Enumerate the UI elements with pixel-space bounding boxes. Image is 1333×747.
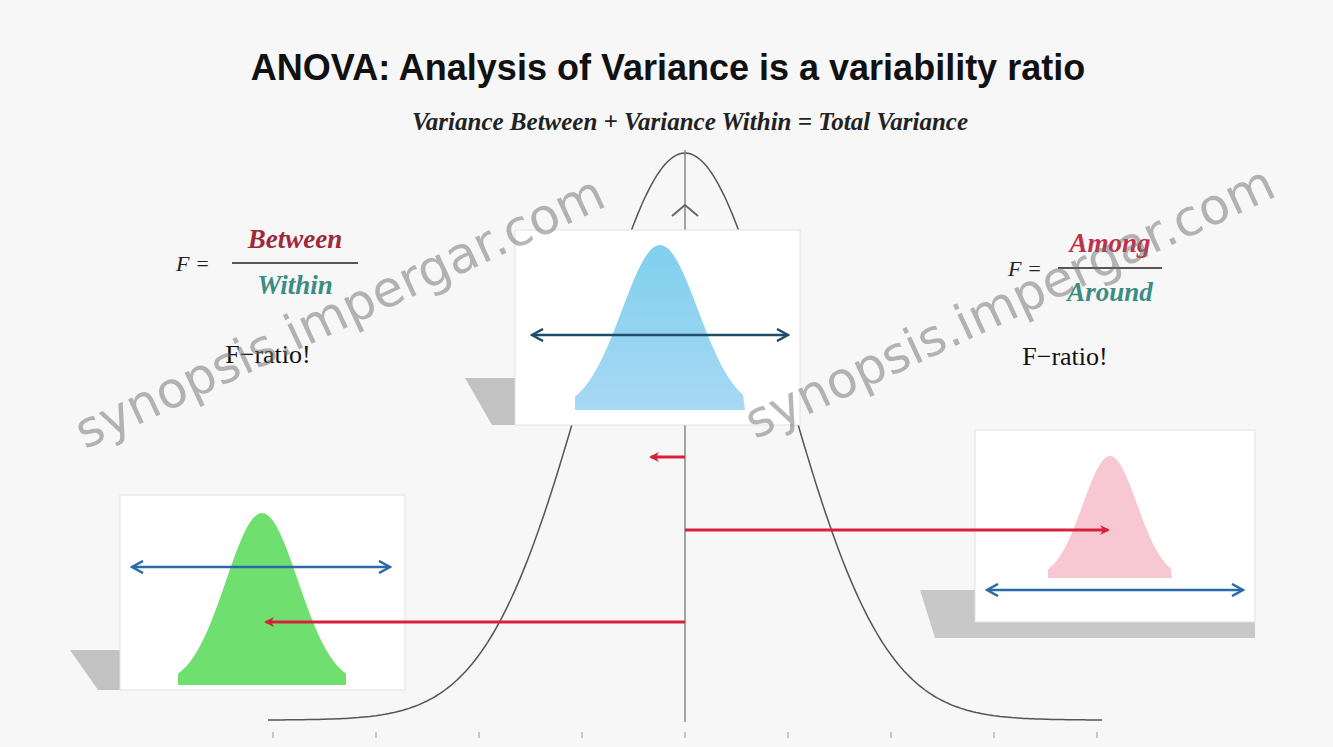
ratio-note: F−ratio!: [1022, 343, 1107, 372]
axis-ticks: [273, 732, 1097, 738]
spread-arrow: [987, 589, 1243, 592]
spread-arrow: [532, 334, 788, 337]
axis-tick: [479, 732, 480, 738]
group-curve: [1048, 456, 1172, 578]
title: ANOVA: Analysis of Variance is a variabi…: [251, 48, 1085, 88]
axis-tick: [685, 732, 686, 738]
fraction-bar: [232, 262, 358, 264]
left-panel: [120, 495, 405, 690]
mean-offset-arrow: [266, 621, 685, 624]
axis-tick: [891, 732, 892, 738]
watermark: synopsis.impergar.com: [737, 155, 1283, 449]
axis-tick: [788, 732, 789, 738]
right-panel: [975, 430, 1255, 622]
axis-tick: [582, 732, 583, 738]
group-curve: [575, 245, 745, 410]
axis-tick: [1097, 732, 1098, 738]
subtitle-equation: Variance Between + Variance Within = Tot…: [412, 108, 968, 136]
mean-offset-arrow: [651, 456, 685, 459]
group-curve: [178, 513, 346, 685]
fraction-numerator: Between: [248, 225, 343, 255]
axis-tick: [273, 732, 274, 738]
axis-tip: [672, 205, 698, 216]
mean-offset-arrow: [685, 529, 1108, 532]
axis-tick: [994, 732, 995, 738]
spread-arrow: [132, 566, 390, 569]
axis-tick: [376, 732, 377, 738]
formula-symbol: F =: [176, 252, 210, 276]
panel-shadow: [70, 650, 120, 690]
panel-shadow: [465, 378, 515, 425]
